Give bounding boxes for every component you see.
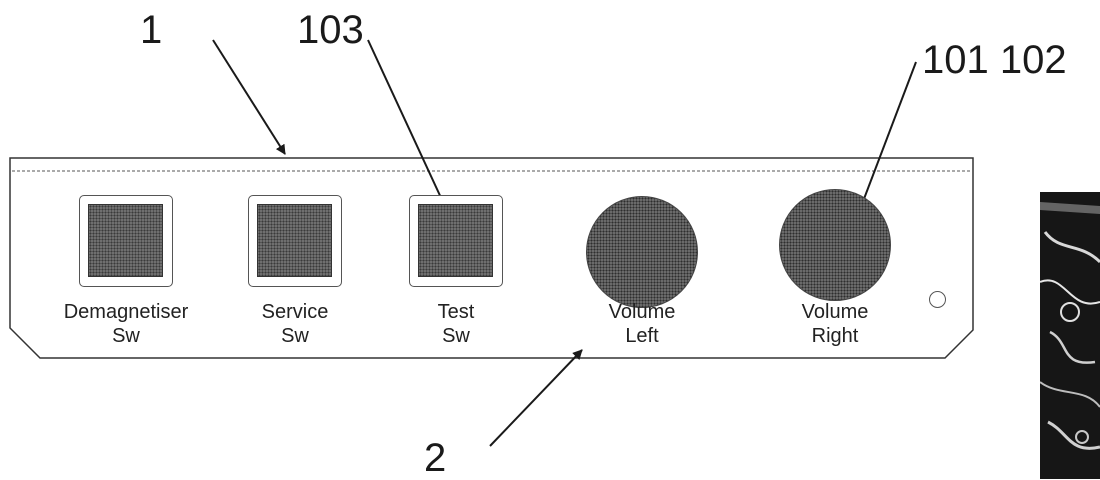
service-switch-face: [257, 204, 332, 277]
front-panel-outline: [9, 157, 974, 359]
volume-right-label-line2: Right: [811, 325, 859, 347]
test-switch-label: Test Sw: [371, 300, 541, 348]
demagnetiser-switch-face: [88, 204, 163, 277]
demagnetiser-switch-label: Demagnetiser Sw: [41, 300, 211, 348]
ref-numeral-103: 103: [297, 8, 364, 52]
service-switch-label: Service Sw: [210, 300, 380, 348]
service-switch[interactable]: [248, 195, 342, 287]
ref-numeral-2: 2: [424, 436, 447, 480]
ref-numeral-1: 1: [140, 8, 163, 52]
service-label-line2: Sw: [281, 325, 309, 347]
volume-right-label-line1: Volume: [801, 301, 869, 323]
demagnetiser-label-line1: Demagnetiser: [63, 301, 189, 323]
volume-left-label-line2: Left: [625, 325, 659, 347]
test-label-line1: Test: [437, 301, 475, 323]
leader-arrow-1: [212, 39, 286, 155]
volume-left-label: Volume Left: [557, 300, 727, 348]
leader-arrow-2: [489, 349, 583, 447]
volume-left-label-line1: Volume: [608, 301, 676, 323]
volume-right-label: Volume Right: [750, 300, 920, 348]
volume-right-knob[interactable]: [779, 189, 891, 301]
volume-left-knob[interactable]: [586, 196, 698, 308]
demagnetiser-switch[interactable]: [79, 195, 173, 287]
test-label-line2: Sw: [442, 325, 470, 347]
cropped-photograph-texture: [1040, 192, 1100, 479]
cropped-photograph: [1040, 192, 1100, 479]
indicator-light: [929, 291, 946, 308]
test-switch-face: [418, 204, 493, 277]
demagnetiser-label-line2: Sw: [112, 325, 140, 347]
ref-numeral-101-102: 101 102: [922, 38, 1067, 82]
test-switch[interactable]: [409, 195, 503, 287]
service-label-line1: Service: [261, 301, 329, 323]
